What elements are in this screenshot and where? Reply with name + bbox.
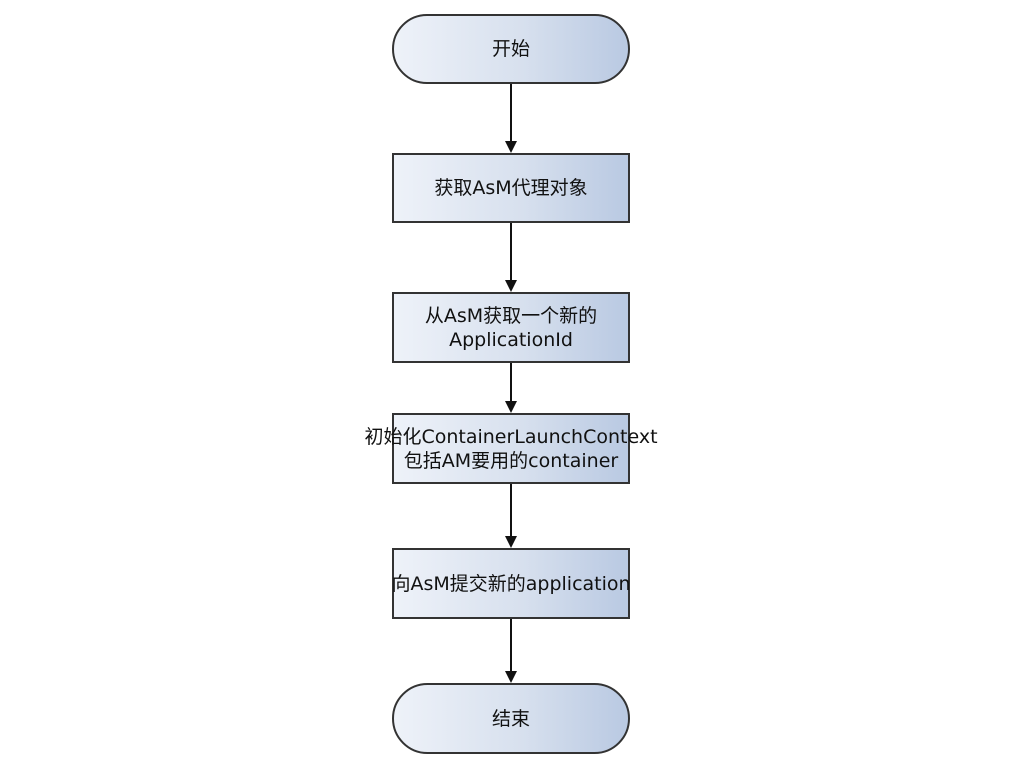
step-1-node: 获取AsM代理对象 (392, 153, 630, 223)
step-3-label-line-2: 包括AM要用的container (403, 449, 619, 472)
start-node: 开始 (392, 14, 630, 84)
step-4-label: 向AsM提交新的application (391, 572, 631, 595)
step-4-node: 向AsM提交新的application (391, 548, 631, 619)
end-label: 结束 (491, 707, 530, 730)
step-2-node: 从AsM获取一个新的 ApplicationId (392, 292, 630, 363)
start-label: 开始 (491, 38, 530, 60)
step-3-label-line-1: 初始化ContainerLaunchContext (364, 425, 658, 448)
step-1-label: 获取AsM代理对象 (434, 177, 588, 199)
end-node: 结束 (392, 683, 630, 754)
step-3-node: 初始化ContainerLaunchContext 包括AM要用的contain… (364, 413, 658, 484)
step-2-label-line-2: ApplicationId (449, 328, 573, 351)
step-2-label-line-1: 从AsM获取一个新的 (424, 304, 598, 327)
